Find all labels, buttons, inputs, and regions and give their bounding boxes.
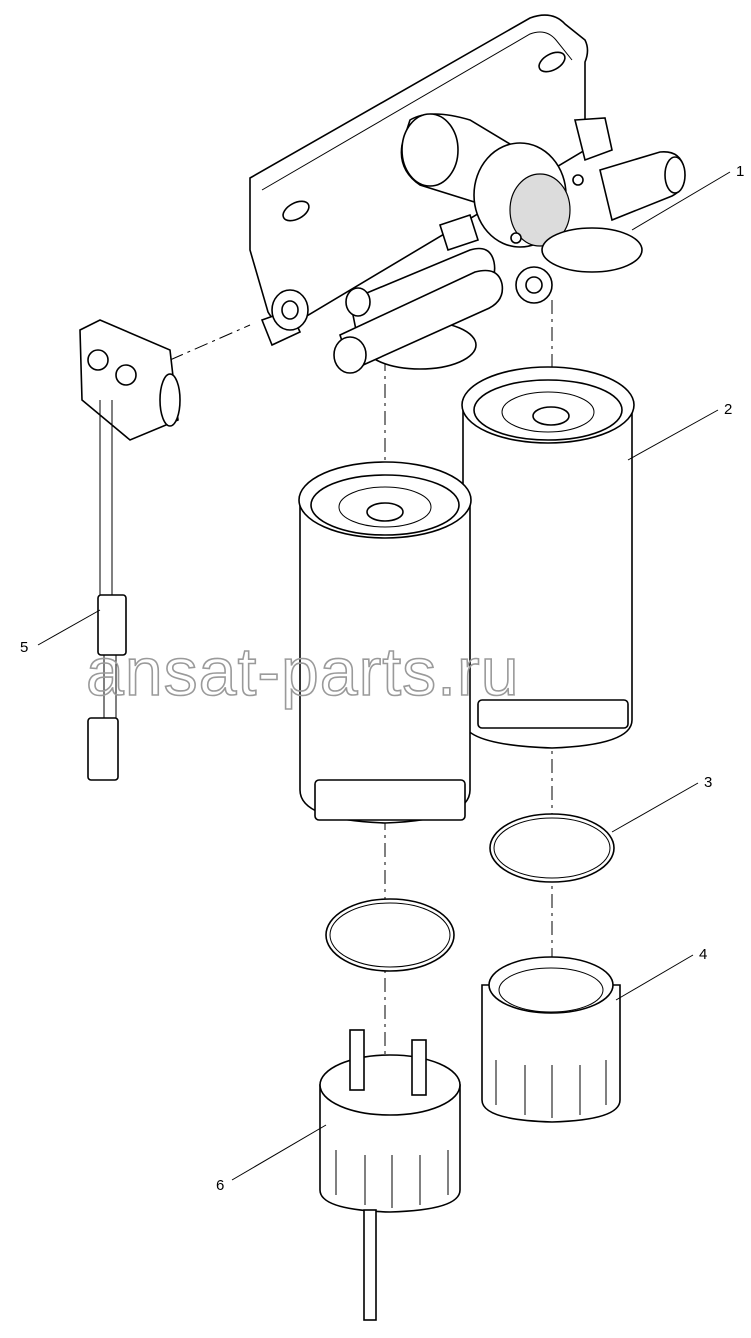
watermark-text: ansat-parts.ru: [86, 634, 520, 710]
callout-label-6: 6: [216, 1177, 224, 1194]
callout-4: 4: [615, 946, 707, 1001]
callout-label-2: 2: [724, 401, 732, 418]
callout-2: 2: [627, 401, 732, 461]
filter-bowl-left-with-sensor: [319, 1029, 461, 1321]
o-ring-seals: [325, 813, 615, 972]
callout-label-4: 4: [699, 946, 707, 963]
callout-1: 1: [631, 163, 744, 231]
callout-6: 6: [216, 1124, 327, 1194]
wiring-harness: [79, 319, 181, 781]
callout-5: 5: [20, 609, 101, 656]
fuel-filter-right: [461, 366, 635, 749]
callout-label-3: 3: [704, 774, 712, 791]
callout-label-1: 1: [736, 163, 744, 180]
callout-3: 3: [611, 774, 712, 833]
filter-head-bracket: [249, 14, 686, 374]
filter-bowl-right: [481, 956, 621, 1123]
callout-label-5: 5: [20, 639, 28, 656]
fuel-filter-left: [298, 461, 472, 824]
